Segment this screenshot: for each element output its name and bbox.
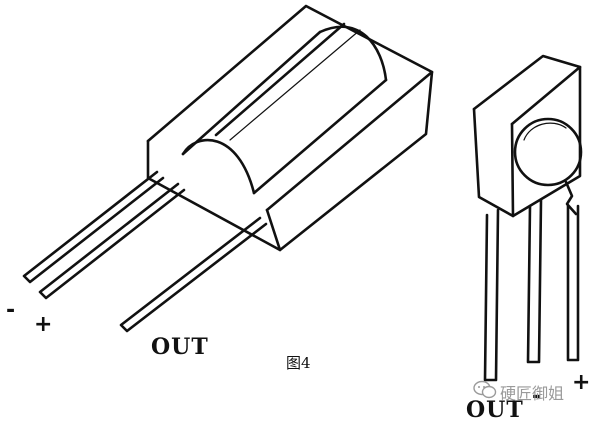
left-minus-label: - — [6, 298, 16, 323]
right-body-top-face — [472, 54, 582, 126]
left-pin-plus — [38, 182, 186, 300]
right-plus-label: + — [572, 370, 591, 395]
watermark-text: 硬匠御姐 — [500, 384, 565, 403]
left-body-top-face — [146, 4, 434, 212]
left-groove-back-edge — [252, 78, 388, 195]
right-ir-receiver — [472, 54, 583, 382]
right-body-side-face — [511, 65, 582, 218]
left-plus-label: + — [34, 312, 53, 337]
right-out-label: OUT — [466, 397, 524, 423]
left-lens-back-arc — [318, 25, 388, 82]
left-body-right-face — [265, 70, 434, 252]
right-pin-minus — [526, 198, 543, 364]
right-pin-plus — [566, 204, 580, 362]
right-lens — [513, 117, 583, 187]
right-pin-plus-kink — [564, 180, 578, 216]
right-pin-out — [483, 208, 500, 382]
figure-caption: 图4 — [286, 354, 311, 372]
left-body-front-face — [146, 139, 282, 252]
right-minus-label: - — [532, 384, 542, 409]
left-pin-out — [119, 216, 268, 333]
left-groove-front-edge — [181, 30, 322, 156]
right-lens-highlight — [523, 122, 567, 141]
left-lens-dome — [181, 138, 256, 195]
left-ir-receiver — [22, 4, 434, 333]
right-body-front-face — [472, 107, 515, 218]
left-pin-minus — [22, 170, 165, 284]
wechat-icon — [473, 380, 497, 399]
left-lens-top-ridge — [214, 22, 346, 137]
left-lens-shadow — [229, 29, 361, 141]
left-out-label: OUT — [151, 334, 209, 360]
